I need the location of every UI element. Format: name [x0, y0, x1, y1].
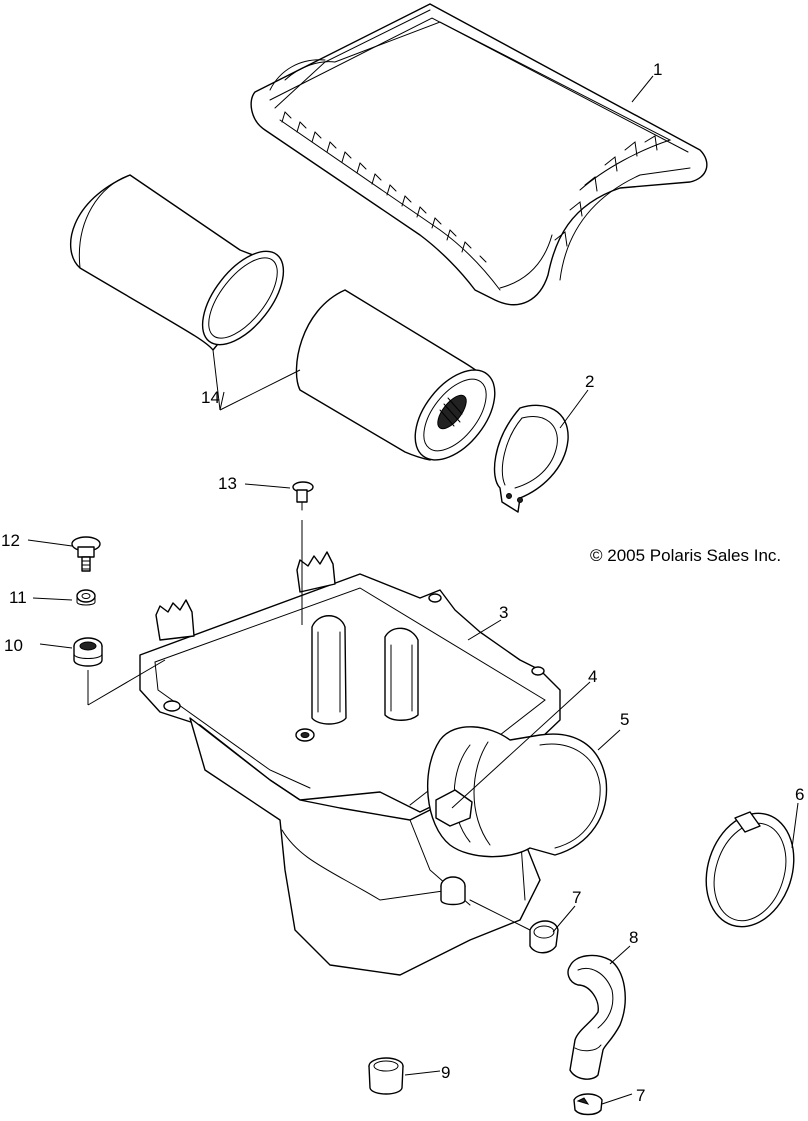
copyright-notice: © 2005 Polaris Sales Inc. — [590, 546, 781, 565]
part-clamp-7-upper — [529, 920, 559, 954]
callout-12: 12 — [1, 531, 20, 550]
callout-10: 10 — [4, 636, 23, 655]
callout-11: 11 — [9, 588, 27, 607]
part-drain-hose — [567, 954, 626, 1080]
callout-6: 6 — [795, 785, 804, 804]
part-screw-13 — [292, 481, 314, 511]
part-grommet-10 — [73, 637, 103, 667]
callout-9: 9 — [441, 1063, 450, 1082]
callout-7-upper: 7 — [572, 888, 581, 907]
callout-7-lower: 7 — [636, 1086, 645, 1105]
callout-2: 2 — [585, 372, 594, 391]
part-hose-clamp — [705, 811, 795, 928]
leader-lines — [27, 75, 799, 1105]
part-air-filter-right — [295, 289, 496, 461]
callout-14: 14 — [201, 388, 220, 407]
part-grommet-11 — [76, 589, 96, 606]
part-bolt-12 — [71, 536, 101, 572]
part-plug — [368, 1057, 404, 1095]
part-clamp-7-lower — [573, 1093, 603, 1116]
part-clamp-ring — [493, 404, 569, 513]
callout-8: 8 — [629, 928, 638, 947]
part-airbox-cover — [250, 3, 708, 306]
callout-1: 1 — [653, 60, 662, 79]
part-air-filter-left — [70, 174, 285, 351]
callout-5: 5 — [620, 710, 629, 729]
callout-3: 3 — [499, 603, 508, 622]
callout-4: 4 — [588, 667, 597, 686]
callout-13: 13 — [218, 474, 237, 493]
part-airbox-housing — [139, 551, 608, 976]
callout-labels: 1 2 3 4 5 6 7 7 8 9 10 11 12 13 14 — [1, 60, 804, 1105]
